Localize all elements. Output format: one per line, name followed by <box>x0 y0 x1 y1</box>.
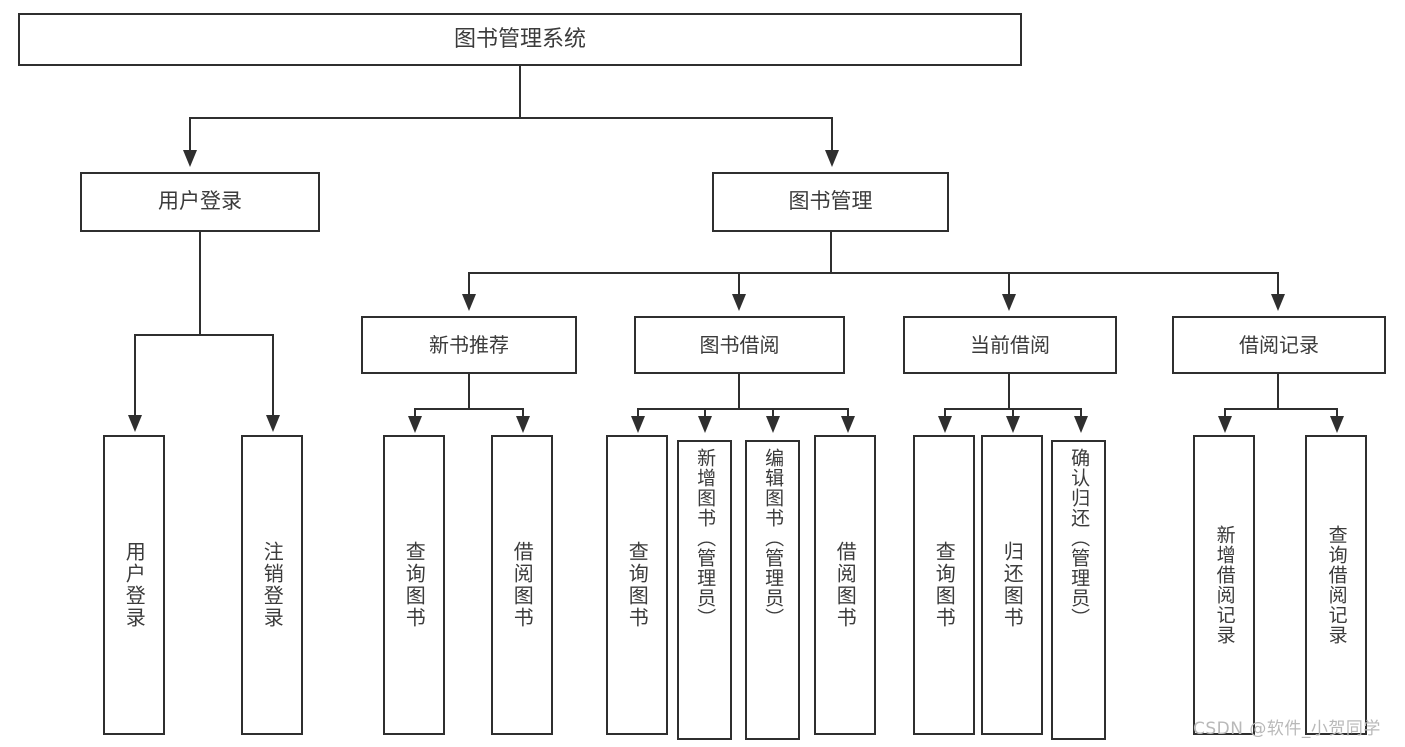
node-label: 新增借阅记录 <box>1213 525 1236 645</box>
arrowhead-root-to-book-management <box>825 150 839 167</box>
arrowhead-root-to-user-login <box>183 150 197 167</box>
connector-new-book-stem <box>468 374 470 410</box>
node-label: 查询借阅记录 <box>1325 525 1348 645</box>
connector-bm-to-new-book <box>468 272 470 295</box>
connector-borrow-record-bar <box>1224 408 1336 410</box>
connector-root-stem <box>519 66 521 118</box>
connector-current-borrow-stem <box>1008 374 1010 410</box>
node-label: 用户登录 <box>158 189 242 214</box>
node-borrow-record[interactable]: 借阅记录 <box>1172 316 1386 374</box>
connector-borrow-record-stem <box>1277 374 1279 410</box>
connector-bm-to-borrow-record <box>1277 272 1279 295</box>
connector-new-book-leaf-2 <box>522 408 524 418</box>
connector-root-to-book-management <box>831 117 833 152</box>
arrowhead-book-borrow-leaf-3 <box>766 416 780 433</box>
node-label: 借阅图书 <box>833 541 858 629</box>
node-label: 新书推荐 <box>429 332 509 357</box>
connector-book-borrow-leaf-1 <box>637 408 639 418</box>
node-label: 新增图书（管理员） <box>694 448 717 628</box>
leaf-current-borrow-query-book[interactable]: 查询图书 <box>913 435 975 735</box>
leaf-new-book-query-book[interactable]: 查询图书 <box>383 435 445 735</box>
connector-root-bar <box>189 117 832 119</box>
connector-user-login-bar <box>134 334 272 336</box>
connector-current-borrow-leaf-3 <box>1080 408 1082 418</box>
leaf-user-login-login[interactable]: 用户登录 <box>103 435 165 735</box>
node-label: 确认归还（管理员） <box>1068 448 1091 628</box>
connector-book-borrow-bar <box>637 408 848 410</box>
leaf-user-login-logout[interactable]: 注销登录 <box>241 435 303 735</box>
arrowhead-new-book-leaf-2 <box>516 416 530 433</box>
connector-user-login-to-leaf-1 <box>134 334 136 416</box>
node-new-book-recommend[interactable]: 新书推荐 <box>361 316 577 374</box>
csdn-watermark: CSDN @软件_小贺同学 <box>1193 719 1381 739</box>
arrowhead-book-borrow-leaf-1 <box>631 416 645 433</box>
connector-book-borrow-leaf-3 <box>772 408 774 418</box>
arrowhead-borrow-record-leaf-2 <box>1330 416 1344 433</box>
leaf-book-borrow-edit-book-admin[interactable]: 编辑图书（管理员） <box>745 440 800 740</box>
connector-bm-to-book-borrow <box>738 272 740 295</box>
leaf-book-borrow-borrow-book[interactable]: 借阅图书 <box>814 435 876 735</box>
connector-book-borrow-leaf-4 <box>847 408 849 418</box>
node-root-book-management-system[interactable]: 图书管理系统 <box>18 13 1022 66</box>
node-label: 查询图书 <box>625 541 650 629</box>
connector-root-to-user-login <box>189 117 191 152</box>
arrowhead-bm-new-book <box>462 294 476 311</box>
node-user-login[interactable]: 用户登录 <box>80 172 320 232</box>
leaf-borrow-record-query-record[interactable]: 查询借阅记录 <box>1305 435 1367 735</box>
connector-bm-to-current-borrow <box>1008 272 1010 295</box>
arrowhead-bm-borrow-record <box>1271 294 1285 311</box>
leaf-book-borrow-query-book[interactable]: 查询图书 <box>606 435 668 735</box>
connector-book-management-bar <box>468 272 1278 274</box>
connector-new-book-leaf-1 <box>414 408 416 418</box>
node-label: 编辑图书（管理员） <box>762 448 785 628</box>
node-book-management[interactable]: 图书管理 <box>712 172 949 232</box>
arrowhead-current-borrow-leaf-3 <box>1074 416 1088 433</box>
leaf-new-book-borrow-book[interactable]: 借阅图书 <box>491 435 553 735</box>
connector-borrow-record-leaf-1 <box>1224 408 1226 418</box>
arrowhead-user-login-leaf-2 <box>266 415 280 432</box>
connector-current-borrow-leaf-2 <box>1012 408 1014 418</box>
node-label: 归还图书 <box>1000 541 1025 629</box>
node-label: 图书管理 <box>788 189 873 214</box>
leaf-book-borrow-add-book-admin[interactable]: 新增图书（管理员） <box>677 440 732 740</box>
arrowhead-current-borrow-leaf-1 <box>938 416 952 433</box>
node-current-borrow[interactable]: 当前借阅 <box>903 316 1117 374</box>
connector-book-management-stem <box>830 232 832 274</box>
node-label: 图书借阅 <box>699 332 780 357</box>
connector-user-login-stem <box>199 232 201 336</box>
node-label: 查询图书 <box>932 541 957 629</box>
arrowhead-new-book-leaf-1 <box>408 416 422 433</box>
node-label: 用户登录 <box>122 541 147 629</box>
node-label: 图书管理系统 <box>453 26 586 52</box>
node-label: 当前借阅 <box>970 332 1050 357</box>
node-label: 借阅记录 <box>1239 332 1319 357</box>
arrowhead-user-login-leaf-1 <box>128 415 142 432</box>
arrowhead-book-borrow-leaf-4 <box>841 416 855 433</box>
arrowhead-bm-book-borrow <box>732 294 746 311</box>
connector-borrow-record-leaf-2 <box>1336 408 1338 418</box>
connector-current-borrow-leaf-1 <box>944 408 946 418</box>
node-book-borrow[interactable]: 图书借阅 <box>634 316 845 374</box>
leaf-current-borrow-confirm-return-admin[interactable]: 确认归还（管理员） <box>1051 440 1106 740</box>
arrowhead-current-borrow-leaf-2 <box>1006 416 1020 433</box>
node-label: 注销登录 <box>260 541 285 629</box>
arrowhead-book-borrow-leaf-2 <box>698 416 712 433</box>
arrowhead-borrow-record-leaf-1 <box>1218 416 1232 433</box>
node-label: 查询图书 <box>402 541 427 629</box>
node-label: 借阅图书 <box>510 541 535 629</box>
leaf-borrow-record-add-record[interactable]: 新增借阅记录 <box>1193 435 1255 735</box>
leaf-current-borrow-return-book[interactable]: 归还图书 <box>981 435 1043 735</box>
arrowhead-bm-current-borrow <box>1002 294 1016 311</box>
connector-new-book-bar <box>414 408 522 410</box>
connector-book-borrow-stem <box>738 374 740 410</box>
connector-user-login-to-leaf-2 <box>272 334 274 416</box>
connector-book-borrow-leaf-2 <box>704 408 706 418</box>
